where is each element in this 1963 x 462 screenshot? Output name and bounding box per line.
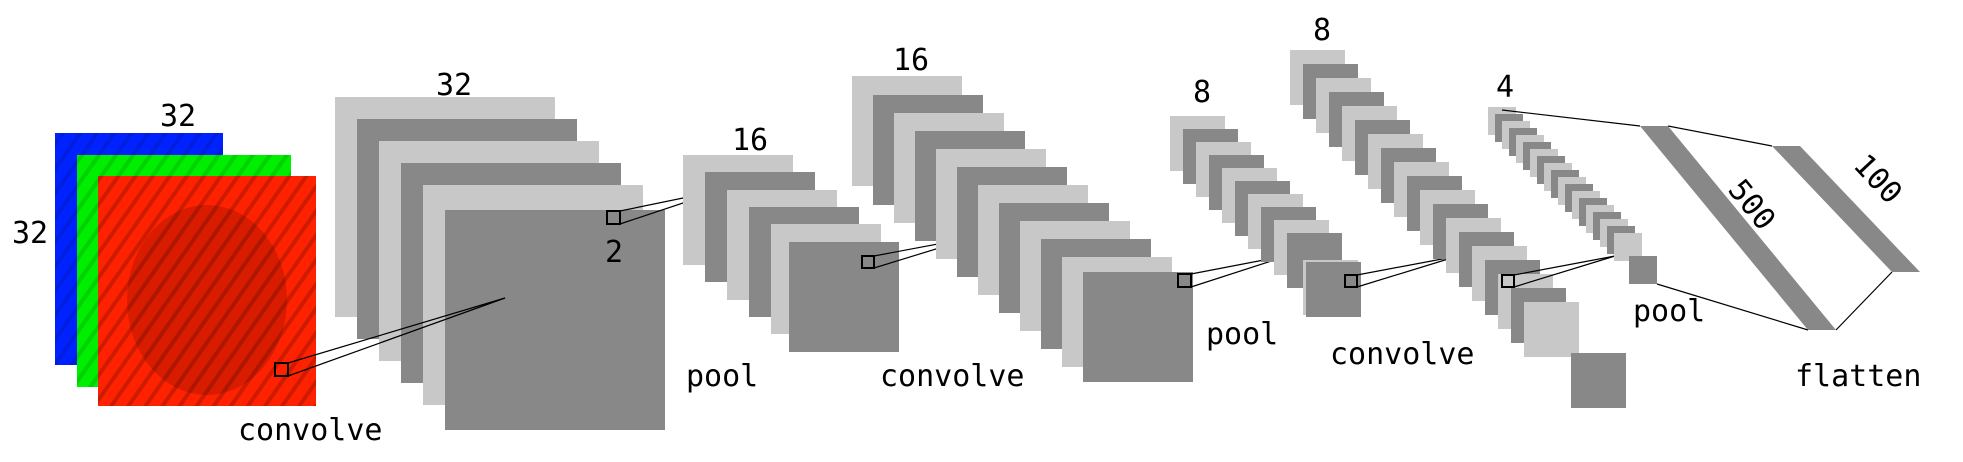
pool2-size-label: 8 [1193,75,1211,110]
dense-layer-500 [1640,126,1836,330]
conv2-op-label: convolve [880,359,1025,394]
pool1-stack [683,155,899,352]
conv3-size-label: 8 [1313,13,1331,48]
conv1-op-label: convolve [238,413,383,448]
pool2-op-label: pool [1206,317,1278,352]
conv2-size-label: 16 [893,43,929,78]
pool3-op-label: pool [1633,294,1705,329]
conv1-stack [335,97,665,430]
conv1-receptive-field [274,297,506,377]
pool2-stack [1170,116,1361,317]
tiger-stripes [98,176,316,406]
flatten-label: flatten [1795,359,1921,394]
pool1-size-label: 16 [732,123,768,158]
conv1-size-label: 32 [436,68,472,103]
dense-100-label: 100 [1846,148,1909,212]
conv2-stack [852,76,1193,382]
input-width-label: 32 [160,99,196,134]
dense-layer-100 [1772,146,1920,272]
conv3-receptive-field [1501,255,1616,288]
pool3-stack [1488,107,1657,284]
conv3-op-label: convolve [1330,337,1475,372]
pool3-size-label: 4 [1496,70,1514,105]
pool1-op-label: pool [686,359,758,394]
input-image [55,133,316,406]
kernel-size-label: 2 [605,235,623,270]
pool2-receptive-field [1344,255,1459,288]
flatten-connectors [1501,109,1893,331]
conv3-stack [1290,50,1626,408]
tiger-face-shadow [127,205,287,395]
input-height-label: 32 [12,216,48,251]
